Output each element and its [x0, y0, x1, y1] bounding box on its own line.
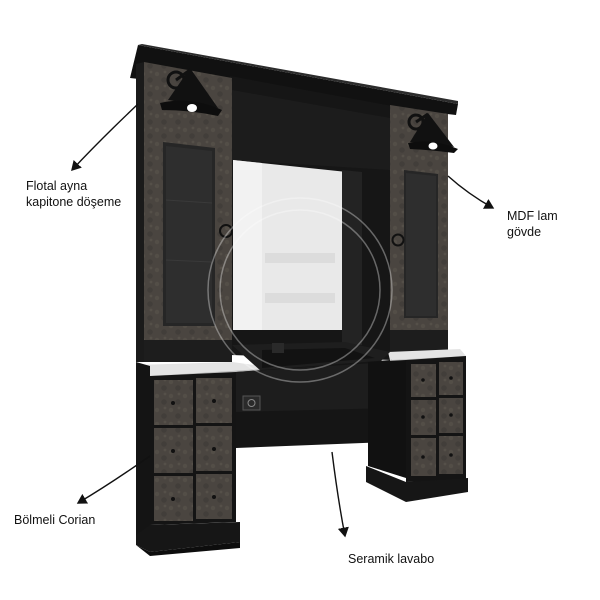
- callout-line: gövde: [507, 225, 542, 239]
- left-lower-cabinet: [136, 362, 240, 556]
- callout-line: kapitone döşeme: [26, 195, 122, 209]
- callout-line: Seramik lavabo: [348, 552, 435, 566]
- door-knob-icon[interactable]: [391, 233, 405, 247]
- callout-line: Bölmeli Corian: [14, 513, 96, 527]
- callout-arrow: [71, 103, 495, 538]
- door-knob-icon[interactable]: [219, 224, 233, 238]
- mirror: [233, 160, 362, 345]
- crown-molding: [130, 44, 458, 115]
- callout-label-sink: Seramik lavabo: [348, 551, 434, 567]
- left-upper-cabinet: [136, 62, 233, 362]
- watermark-logo: [207, 197, 393, 383]
- drawer-knob-icon: [171, 399, 216, 501]
- wall-lamp-icon: [407, 112, 458, 153]
- electrical-socket-icon[interactable]: [242, 395, 261, 411]
- callout-label-body: MDF lam gövde: [507, 208, 558, 240]
- sink: [232, 342, 390, 448]
- callout-label-countertop: Bölmeli Corian: [14, 512, 95, 528]
- callout-line: Flotal ayna: [26, 179, 88, 193]
- callout-label-mirror: Flotal ayna kapitone döşeme: [26, 178, 121, 210]
- right-upper-cabinet: [390, 105, 448, 352]
- right-lower-cabinet: [366, 356, 468, 502]
- callout-line: MDF lam: [507, 209, 558, 223]
- wall-lamp-icon: [160, 68, 222, 116]
- drawer-knob-icon: [421, 376, 453, 459]
